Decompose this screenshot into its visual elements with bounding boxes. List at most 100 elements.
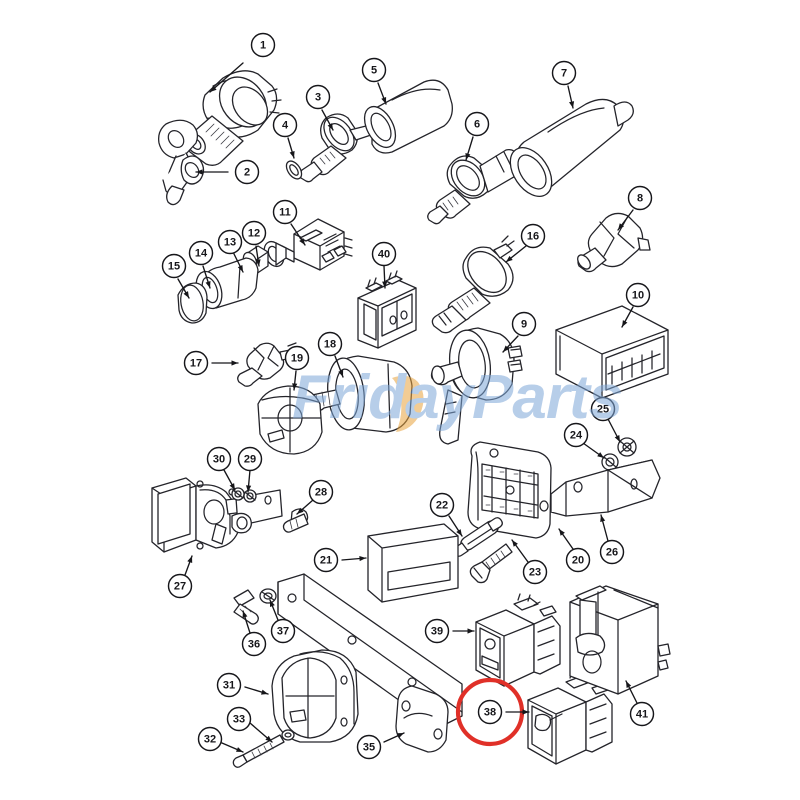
callout-circle-6[interactable]: [464, 111, 490, 137]
callout-circle-32[interactable]: [197, 726, 223, 752]
callout-circle-26[interactable]: [599, 539, 625, 565]
callout-36[interactable]: 36: [241, 610, 267, 657]
callout-35[interactable]: 35: [356, 732, 405, 760]
leader-arrow-2: [196, 169, 203, 175]
callout-2[interactable]: 2: [195, 159, 260, 185]
callout-19[interactable]: 19: [284, 345, 310, 391]
callout-circle-9[interactable]: [511, 311, 537, 337]
callout-circle-41[interactable]: [629, 701, 655, 727]
callout-circle-12[interactable]: [241, 220, 267, 246]
part-36-hex-bolt-short: [233, 589, 259, 625]
callout-23[interactable]: 23: [511, 539, 548, 585]
callout-circle-35[interactable]: [356, 734, 382, 760]
callout-circle-5[interactable]: [361, 57, 387, 83]
callout-8[interactable]: 8: [617, 185, 653, 231]
callout-circle-37[interactable]: [270, 618, 296, 644]
callout-33[interactable]: 33: [226, 706, 273, 743]
callout-circle-18[interactable]: [317, 331, 343, 357]
callout-circle-3[interactable]: [305, 84, 331, 110]
leader-arrow-16: [506, 255, 513, 262]
leader-arrow-28: [297, 507, 304, 514]
callout-20[interactable]: 20: [558, 528, 591, 573]
callout-30[interactable]: 30: [206, 446, 236, 491]
part-40-dual-rocker-switch: [357, 270, 417, 349]
callout-circle-20[interactable]: [565, 547, 591, 573]
callout-label-27: 27: [174, 581, 186, 593]
callout-40[interactable]: 40: [371, 241, 397, 289]
callout-circle-21[interactable]: [313, 547, 339, 573]
callout-38[interactable]: 38: [477, 699, 530, 725]
callout-4[interactable]: 4: [272, 112, 298, 159]
part-23-hex-bolt: [469, 543, 513, 584]
callout-37[interactable]: 37: [269, 599, 296, 644]
callout-label-32: 32: [204, 734, 216, 746]
callout-circle-4[interactable]: [272, 112, 298, 138]
leader-arrow-10: [622, 320, 628, 327]
callout-6[interactable]: 6: [464, 111, 490, 161]
callout-18[interactable]: 18: [317, 331, 344, 378]
part-6-push-pull-switch: [427, 148, 521, 225]
callout-circle-24[interactable]: [563, 422, 589, 448]
part-10-relay-module: [555, 305, 669, 399]
callout-circle-30[interactable]: [206, 446, 232, 472]
callout-5[interactable]: 5: [361, 57, 387, 105]
part-30-nut-small: [231, 487, 245, 501]
callout-circle-28[interactable]: [308, 479, 334, 505]
callout-22[interactable]: 22: [429, 492, 463, 537]
callout-29[interactable]: 29: [237, 446, 263, 493]
callout-31[interactable]: 31: [216, 672, 269, 698]
callout-circle-2[interactable]: [234, 159, 260, 185]
callout-circle-25[interactable]: [590, 396, 616, 422]
callout-circle-33[interactable]: [226, 706, 252, 732]
callout-26[interactable]: 26: [599, 514, 625, 565]
callout-17[interactable]: 17: [183, 350, 239, 376]
callout-circle-8[interactable]: [627, 185, 653, 211]
callout-circle-31[interactable]: [216, 672, 242, 698]
callout-label-25: 25: [597, 404, 609, 416]
part-7-tapered-rubber-boot: [509, 98, 634, 197]
callout-41[interactable]: 41: [625, 680, 655, 727]
part-39-rocker-switch-upper: [475, 593, 561, 687]
callout-10[interactable]: 10: [621, 282, 651, 328]
callout-3[interactable]: 3: [305, 84, 334, 131]
callout-circle-22[interactable]: [429, 492, 455, 518]
callout-circle-10[interactable]: [625, 282, 651, 308]
callout-21[interactable]: 21: [313, 547, 367, 573]
callout-circle-16[interactable]: [520, 223, 546, 249]
callout-13[interactable]: 13: [217, 229, 244, 273]
callout-circle-36[interactable]: [241, 631, 267, 657]
callout-28[interactable]: 28: [296, 479, 334, 515]
callout-circle-40[interactable]: [371, 241, 397, 267]
callout-circle-39[interactable]: [424, 618, 450, 644]
leader-arrow-20: [559, 529, 565, 536]
callout-circle-11[interactable]: [272, 199, 298, 225]
callout-9[interactable]: 9: [502, 311, 537, 353]
callout-27[interactable]: 27: [167, 555, 193, 599]
callout-15[interactable]: 15: [161, 253, 190, 299]
callout-label-14: 14: [195, 248, 208, 260]
callout-circle-19[interactable]: [284, 345, 310, 371]
callout-circle-14[interactable]: [188, 240, 214, 266]
callout-circle-7[interactable]: [551, 60, 577, 86]
callout-circle-38[interactable]: [477, 699, 503, 725]
callout-14[interactable]: 14: [188, 240, 214, 289]
callout-circle-23[interactable]: [522, 559, 548, 585]
callout-circle-1[interactable]: [250, 32, 276, 58]
leader-arrow-27: [187, 556, 193, 563]
callout-1[interactable]: 1: [209, 32, 276, 93]
callout-circle-27[interactable]: [167, 573, 193, 599]
callout-39[interactable]: 39: [424, 618, 475, 644]
callout-32[interactable]: 32: [197, 726, 244, 753]
callout-circle-29[interactable]: [237, 446, 263, 472]
callout-7[interactable]: 7: [551, 60, 577, 109]
callout-circle-17[interactable]: [183, 350, 209, 376]
callout-16[interactable]: 16: [505, 223, 546, 263]
callout-24[interactable]: 24: [563, 422, 605, 459]
callout-circle-13[interactable]: [217, 229, 243, 255]
callout-label-13: 13: [224, 237, 236, 249]
callout-11[interactable]: 11: [272, 199, 306, 246]
callout-25[interactable]: 25: [590, 396, 621, 443]
callout-circle-15[interactable]: [161, 253, 187, 279]
callout-12[interactable]: 12: [241, 220, 267, 267]
